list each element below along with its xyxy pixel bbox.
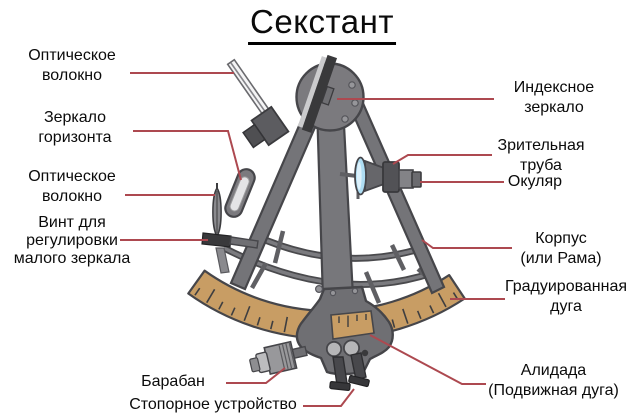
drum-knurl — [278, 342, 296, 370]
label-line: Окуляр — [507, 173, 563, 190]
label-line: Индексное — [513, 79, 595, 96]
label-line: Градуированная — [504, 278, 628, 295]
leader-alidade — [369, 334, 486, 385]
label-line: горизонта — [38, 129, 112, 146]
label-eyepiece: Окуляр — [480, 172, 590, 192]
leader-drum — [226, 367, 286, 384]
leader-frame — [421, 239, 512, 249]
frame-right-leg — [348, 99, 446, 295]
label-frame: Корпус (или Рама) — [496, 229, 626, 269]
label-optical-fiber-top: Оптическое волокно — [7, 46, 137, 86]
label-line: дуга — [550, 298, 582, 315]
index-arm — [315, 104, 355, 302]
label-telescope: Зрительная труба — [476, 136, 606, 176]
vernier-window — [330, 310, 375, 340]
label-optical-fiber-left: Оптическое волокно — [7, 167, 137, 207]
label-line: Зеркало — [43, 109, 107, 126]
label-line: волокно — [41, 188, 102, 205]
label-line: Барабан — [141, 373, 205, 390]
page-title: Секстант — [248, 3, 396, 45]
label-line: Корпус — [535, 230, 587, 247]
index-mirror — [295, 54, 365, 133]
vernier-ticks — [338, 314, 367, 327]
tube-mount-step — [242, 123, 266, 149]
label-line: Алидада — [520, 362, 587, 379]
stand-legs — [329, 352, 370, 391]
label-line: (или Рама) — [520, 250, 602, 267]
label-mirror-screw: Винт для регулировки малого зеркала — [0, 214, 148, 268]
label-horizon-mirror: Зеркало горизонта — [10, 108, 140, 148]
plate-pin — [361, 349, 369, 357]
label-line: труба — [520, 157, 562, 174]
frame-spokes — [250, 230, 438, 304]
clamp-knob-left — [325, 340, 343, 358]
sight-tube-seam — [230, 62, 272, 121]
scope-collar — [382, 161, 400, 193]
micrometer-drum — [249, 340, 308, 376]
leader-telescope — [392, 154, 492, 165]
label-line: зеркало — [524, 99, 584, 116]
label-line: Винт для — [38, 214, 106, 231]
label-line: регулировки — [26, 232, 118, 249]
leader-horizon-mirror — [133, 130, 242, 181]
label-stopper: Стопорное устройство — [123, 395, 303, 415]
label-line: Оптическое — [28, 168, 116, 185]
label-line: Стопорное устройство — [129, 396, 297, 413]
label-alidade: Алидада (Подвижная дуга) — [466, 361, 630, 401]
label-line: волокно — [41, 67, 102, 84]
scope-barrel — [398, 169, 414, 189]
label-line: (Подвижная дуга) — [488, 382, 619, 399]
label-line: Оптическое — [28, 47, 116, 64]
lens-highlight — [356, 162, 362, 190]
eyepiece-cap — [411, 171, 422, 188]
graduated-arc-band — [187, 269, 466, 341]
label-graduated-arc: Градуированная дуга — [491, 277, 630, 317]
screw-rod — [229, 236, 259, 249]
telescope — [354, 156, 422, 196]
label-drum: Барабан — [123, 372, 223, 392]
horizon-mirror — [224, 168, 256, 218]
label-line: малого зеркала — [13, 250, 131, 267]
leader-lines — [120, 72, 512, 407]
label-index-mirror: Индексное зеркало — [489, 78, 619, 118]
mirror-screws — [341, 81, 359, 123]
screw-support — [215, 247, 230, 274]
label-line: Зрительная — [497, 137, 585, 154]
plate-screw-holes — [315, 285, 359, 297]
leader-stopper — [303, 388, 355, 407]
